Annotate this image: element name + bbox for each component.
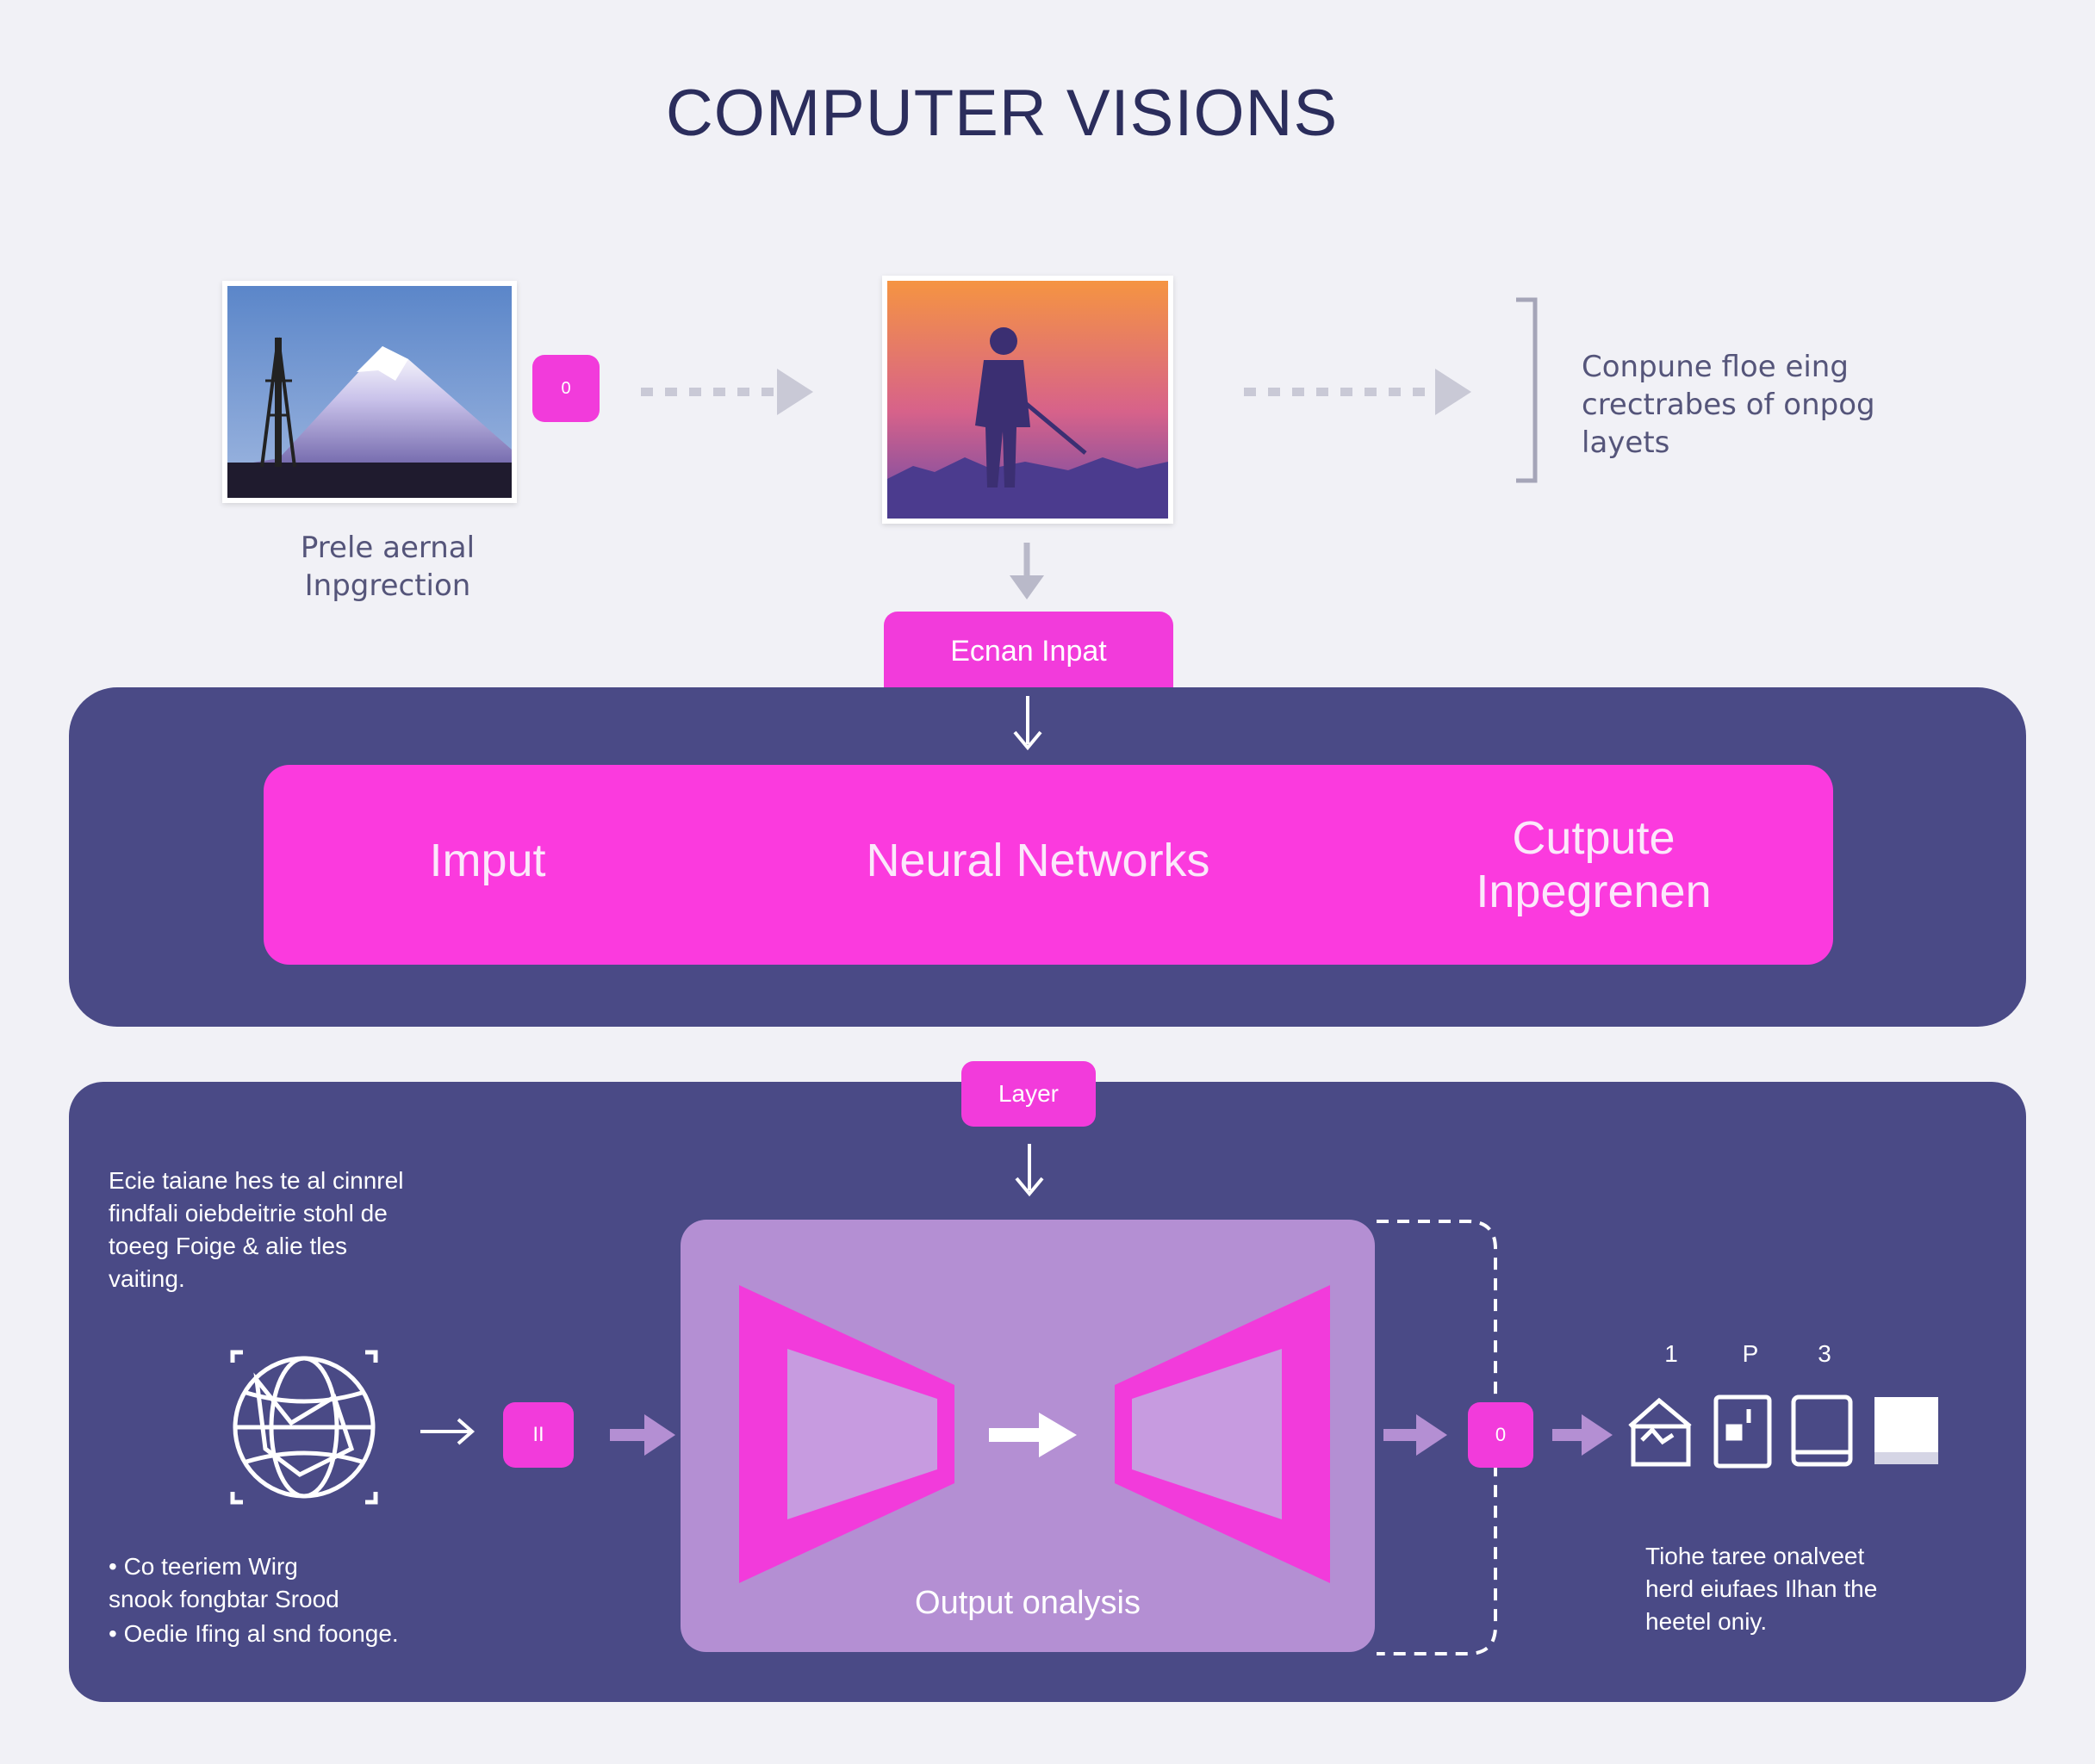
output-number-1: 1 [1664, 1340, 1678, 1367]
arrow-chip-to-encoder [610, 1414, 675, 1456]
intro-text: Ecie taiane hes te al cinnrel findfali o… [109, 1167, 404, 1292]
output-caption: Tiohe taree onalveet herd eiufaes Ilhan … [1645, 1543, 1878, 1635]
down-arrow-2 [1013, 696, 1042, 751]
tablet-doc-icon [1713, 1394, 1772, 1469]
node-chip-left-label: II [532, 1423, 544, 1446]
decoder-trapezoid-icon [1115, 1285, 1330, 1583]
bracket-divider [1516, 297, 1538, 483]
stage-neural-networks: Neural Networks [866, 835, 1210, 886]
layer-chip[interactable]: Layer [961, 1061, 1096, 1127]
chip-top-left-label: 0 [561, 378, 571, 398]
arrow-globe-to-chip [420, 1418, 476, 1445]
mountain-image [227, 286, 512, 498]
arrow-chip-to-outputs [1552, 1414, 1613, 1456]
layer-chip-label: Layer [998, 1080, 1060, 1107]
house-doc-icon [1628, 1397, 1692, 1467]
down-arrow-1 [1010, 543, 1044, 599]
dotted-arrow-2 [1244, 369, 1471, 415]
encoder-trapezoid-icon [739, 1285, 954, 1583]
stage-output: Cutpute Inpegrenen [1476, 812, 1712, 917]
globe-network-icon [230, 1350, 378, 1505]
dashed-bracket [1377, 1220, 1497, 1655]
right-note: Conpune floe eing crectrabes of onpog la… [1582, 350, 1875, 460]
output-number-3: 3 [1818, 1340, 1831, 1367]
page-title: COMPUTER VISIONS [665, 77, 1339, 150]
pipeline-bar [264, 765, 1833, 965]
input-photo-mountain [222, 281, 517, 503]
bullet-2: • Oedie Ifing al snd foonge. [109, 1620, 399, 1647]
node-chip-left[interactable]: II [503, 1402, 574, 1468]
center-arrow [989, 1413, 1077, 1457]
mid-chip[interactable]: Ecnan Inpat [884, 612, 1173, 691]
person-silhouette-image [887, 281, 1168, 519]
node-chip-right-label: 0 [1495, 1424, 1507, 1445]
screen-doc-icon [1791, 1394, 1853, 1467]
down-arrow-3 [1015, 1144, 1044, 1197]
dotted-arrow-1 [641, 369, 813, 415]
arrow-decoder-to-chip [1383, 1414, 1447, 1456]
stage-input: Imput [429, 835, 546, 886]
decoder-caption: Output onalysis [915, 1585, 1141, 1621]
blank-doc-icon [1874, 1397, 1938, 1464]
output-number-2: P [1742, 1340, 1759, 1367]
input-photo-person [882, 276, 1173, 524]
node-chip-right[interactable]: 0 [1468, 1402, 1533, 1468]
image1-caption: Prele aernal Inpgrection [300, 531, 476, 603]
mid-chip-label: Ecnan Inpat [950, 634, 1107, 668]
bullet-1: • Co teeriem Wirg snook fongbtar Srood [109, 1553, 339, 1612]
chip-top-left[interactable]: 0 [532, 355, 600, 422]
